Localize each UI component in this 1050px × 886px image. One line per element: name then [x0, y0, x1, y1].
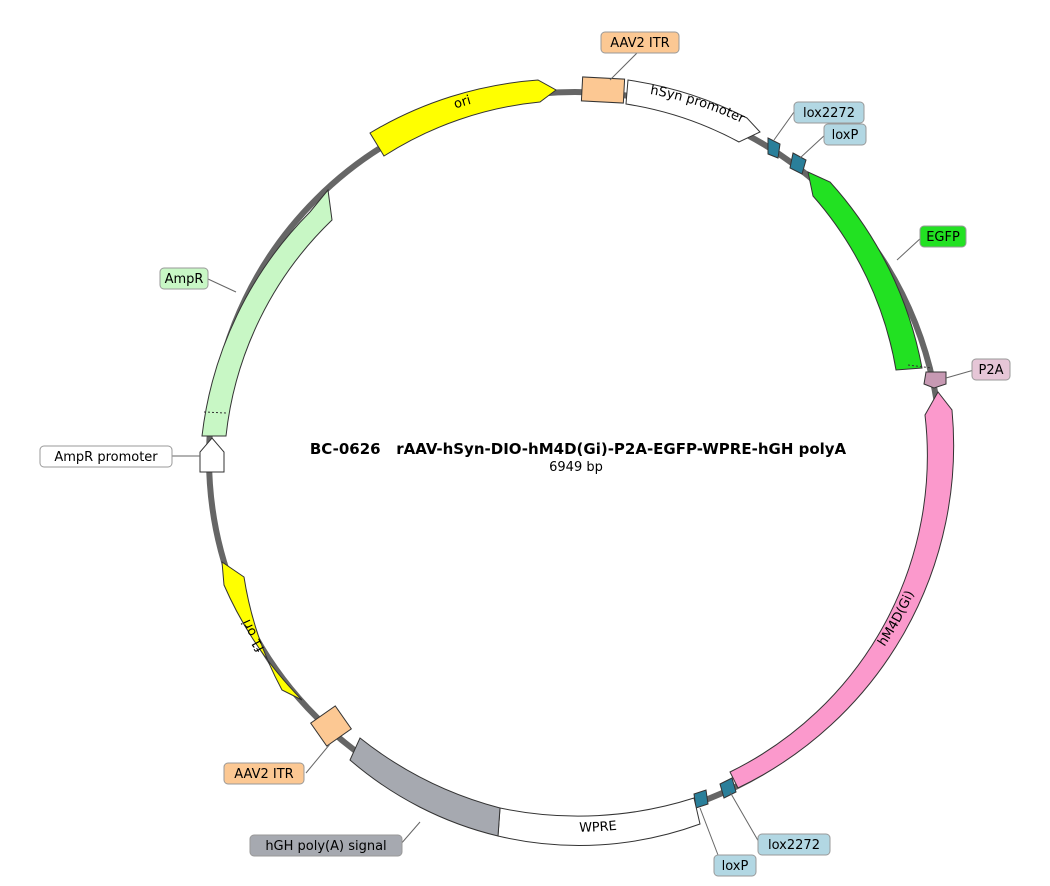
egfp-arrow[interactable] — [807, 171, 923, 371]
callout-egfp: EGFP — [919, 225, 967, 248]
svg-text:AmpR promoter: AmpR promoter — [54, 450, 158, 465]
callout-loxp-top: loxP — [823, 123, 867, 146]
plasmid-size: 6949 bp — [549, 460, 603, 475]
f1-ori-label: f1 ori — [239, 617, 268, 654]
svg-text:lox2272: lox2272 — [803, 106, 855, 121]
callout-loxp-bottom: loxP — [713, 854, 757, 877]
hsyn-promoter-arrow[interactable] — [625, 79, 761, 143]
loxp-top-marker[interactable] — [789, 152, 807, 175]
wpre-box[interactable] — [497, 797, 701, 846]
svg-text:AAV2 ITR: AAV2 ITR — [234, 767, 293, 782]
svg-text:P2A: P2A — [978, 363, 1003, 378]
svg-text:hGH poly(A) signal: hGH poly(A) signal — [265, 839, 386, 854]
ori-arrow[interactable] — [369, 79, 557, 157]
callout-aav2-itr-top: AAV2 ITR — [600, 31, 680, 54]
callout-aav2-itr-bottom: AAV2 ITR — [223, 762, 305, 785]
aav2-itr-top-box[interactable] — [580, 76, 626, 104]
lox2272-bottom-marker[interactable] — [719, 777, 737, 799]
callout-ampr-promoter: AmpR promoter — [39, 445, 173, 468]
hgh-polya-box[interactable] — [349, 737, 501, 837]
callout-lox2272-top: lox2272 — [793, 101, 865, 124]
callout-lox2272-bottom: lox2272 — [757, 833, 831, 856]
svg-text:lox2272: lox2272 — [768, 838, 820, 853]
wpre-label: WPRE — [579, 819, 617, 836]
p2a-marker[interactable] — [923, 371, 947, 389]
hm4d-gi-arrow[interactable] — [729, 391, 955, 789]
plasmid-title: BC-0626 rAAV-hSyn-DIO-hM4D(Gi)-P2A-EGFP-… — [310, 440, 847, 458]
ampr-promoter-marker[interactable] — [199, 437, 225, 473]
callout-hgh-polya: hGH poly(A) signal — [249, 834, 403, 857]
callout-p2a: P2A — [971, 358, 1011, 381]
lox2272-top-marker[interactable] — [767, 137, 781, 159]
svg-text:AmpR: AmpR — [165, 272, 204, 287]
egfp-junction — [907, 364, 933, 369]
aav2-itr-bottom-box[interactable] — [309, 705, 353, 747]
ori-label: ori — [452, 93, 473, 112]
svg-text:loxP: loxP — [722, 859, 749, 874]
callout-ampr: AmpR — [159, 267, 209, 290]
callout-leaders — [172, 51, 975, 856]
svg-text:loxP: loxP — [832, 128, 859, 143]
svg-text:EGFP: EGFP — [926, 230, 960, 245]
svg-text:AAV2 ITR: AAV2 ITR — [610, 36, 669, 51]
ampr-arrow[interactable] — [201, 188, 333, 437]
f1-ori-arrow[interactable] — [221, 560, 303, 701]
